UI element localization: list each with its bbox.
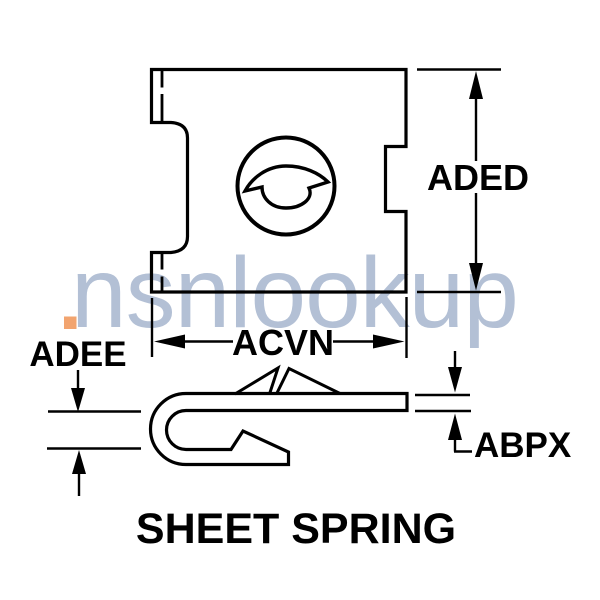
dimension-width: ACVN bbox=[150, 297, 408, 363]
thickness-reference-lines bbox=[415, 393, 471, 413]
arrow-left-icon bbox=[154, 334, 185, 349]
thickness-arrow-stems bbox=[453, 351, 472, 453]
screw-hole-circle bbox=[235, 135, 337, 237]
arrow-right-icon bbox=[373, 334, 405, 349]
arrow-up-icon bbox=[72, 450, 86, 474]
dim-label-acvn: ACVN bbox=[232, 322, 334, 363]
diagram-title: SHEET SPRING bbox=[136, 505, 456, 553]
arrow-up-icon bbox=[469, 71, 483, 99]
arrow-down-icon bbox=[469, 263, 483, 291]
gap-arrow-stems bbox=[76, 370, 81, 496]
width-extension-lines bbox=[150, 297, 408, 358]
side-view bbox=[148, 364, 409, 467]
height-extension-lines bbox=[417, 68, 501, 294]
dimension-height: ADED bbox=[417, 68, 529, 294]
top-view-outline bbox=[149, 67, 408, 294]
dim-label-adee: ADEE bbox=[29, 335, 126, 374]
turn-slot-shape bbox=[241, 164, 332, 210]
dimension-thickness: ABPX bbox=[415, 351, 572, 465]
gap-reference-lines bbox=[47, 410, 141, 450]
top-view bbox=[149, 67, 408, 294]
dim-label-aded: ADED bbox=[427, 157, 529, 198]
spring-tongue-lines bbox=[234, 364, 341, 396]
side-view-profile bbox=[148, 391, 409, 467]
arrow-down-icon bbox=[71, 388, 85, 412]
arrow-down-icon bbox=[448, 367, 462, 393]
arrow-up-icon bbox=[448, 413, 462, 440]
watermark-dot-icon bbox=[64, 316, 77, 329]
dimension-gap: ADEE bbox=[29, 335, 141, 496]
dim-label-abpx: ABPX bbox=[474, 426, 572, 465]
